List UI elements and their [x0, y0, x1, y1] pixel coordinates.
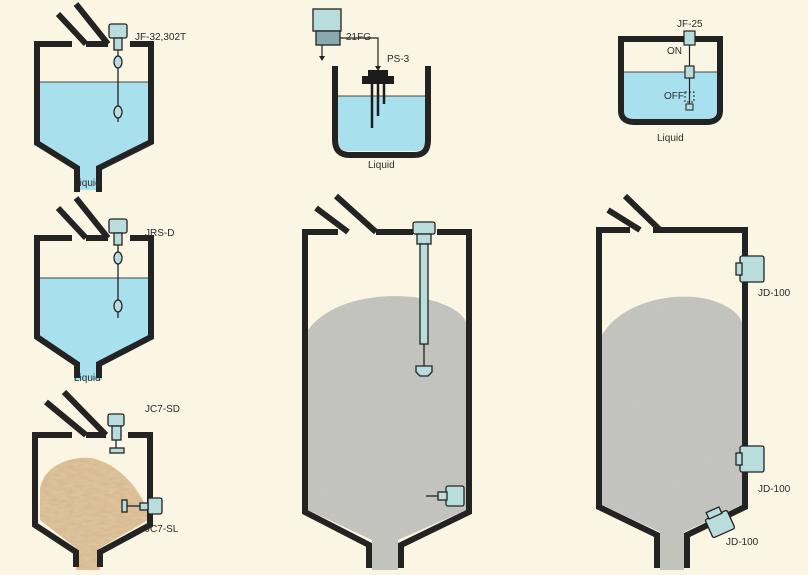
controller-wiring — [321, 37, 379, 68]
silo1-wall — [302, 229, 472, 568]
tank3-side-model-label: JC7-SL — [145, 524, 179, 535]
silo-jd100: JD-100 JD-100 JD-100 — [596, 193, 791, 570]
silo2-powder-texture — [602, 296, 742, 570]
tank3-powder-texture — [40, 457, 148, 570]
tank-rotary-paddle-jc7: JC7-SD JC7-SL — [32, 389, 180, 570]
tank5-medium-label: Liquid — [657, 133, 684, 144]
tank2-liquid — [40, 278, 148, 380]
tank1-float-switch — [108, 23, 128, 122]
silo2-inlet-pipe — [606, 193, 663, 233]
tank1-model-label: JF-32,302T — [135, 32, 186, 43]
electrode-model-label: PS-3 — [387, 54, 410, 65]
tank1-liquid — [40, 82, 148, 190]
controller-model-label: 21FG — [346, 32, 371, 43]
tank2-medium-label: Liquid — [74, 373, 101, 384]
tank3-top-paddle-sensor — [107, 413, 125, 454]
silo2-wall — [596, 227, 748, 568]
tank5-off-label: OFF — [664, 91, 684, 102]
tank4-medium-label: Liquid — [368, 160, 395, 171]
tank2-float-switch — [108, 218, 128, 318]
controller-21fg-box — [312, 8, 342, 46]
silo2-cone-sensor — [704, 506, 736, 539]
silo2-lower-label: JD-100 — [758, 484, 791, 495]
tank-float-switch-jrsd: JRS-D Liquid — [34, 196, 174, 384]
tank4-liquid — [338, 96, 425, 151]
tank5-on-label: ON — [667, 46, 682, 57]
silo2-lower-sensor — [735, 445, 765, 473]
tank2-model-label: JRS-D — [145, 228, 174, 239]
tank3-top-model-label: JC7-SD — [145, 404, 180, 415]
tank3-inlet-pipe — [44, 389, 109, 438]
silo2-upper-label: JD-100 — [758, 288, 791, 299]
tank3-side-paddle-sensor — [121, 497, 163, 515]
silo-tilt-switch — [302, 193, 472, 570]
tank5-model-label: JF-25 — [677, 19, 703, 30]
silo1-side-sensor — [426, 485, 465, 507]
tank4-wall — [332, 66, 431, 158]
tank1-medium-label: Liquid — [74, 178, 101, 189]
tank5-float-switch — [683, 30, 696, 111]
tank2-inlet-pipe — [55, 196, 111, 241]
tank5-wall — [618, 36, 723, 125]
tank5-liquid — [624, 72, 717, 119]
tank-electrode-21fg: 21FG PS-3 Liquid — [312, 8, 431, 171]
ps3-electrode-holder — [362, 70, 394, 128]
tank1-inlet-pipe — [55, 2, 111, 47]
silo1-inlet-pipe — [314, 193, 379, 235]
tank-float-switch-jf25: JF-25 ON OFF Liquid — [618, 19, 723, 144]
tank-float-switch-jf32: JF-32,302T Liquid — [34, 2, 186, 192]
silo1-powder-texture — [308, 296, 466, 570]
silo2-cone-label: JD-100 — [726, 537, 759, 548]
silo2-upper-sensor — [735, 255, 765, 283]
silo1-top-tilt-sensor — [412, 221, 436, 377]
wiring-arrows — [319, 56, 381, 71]
